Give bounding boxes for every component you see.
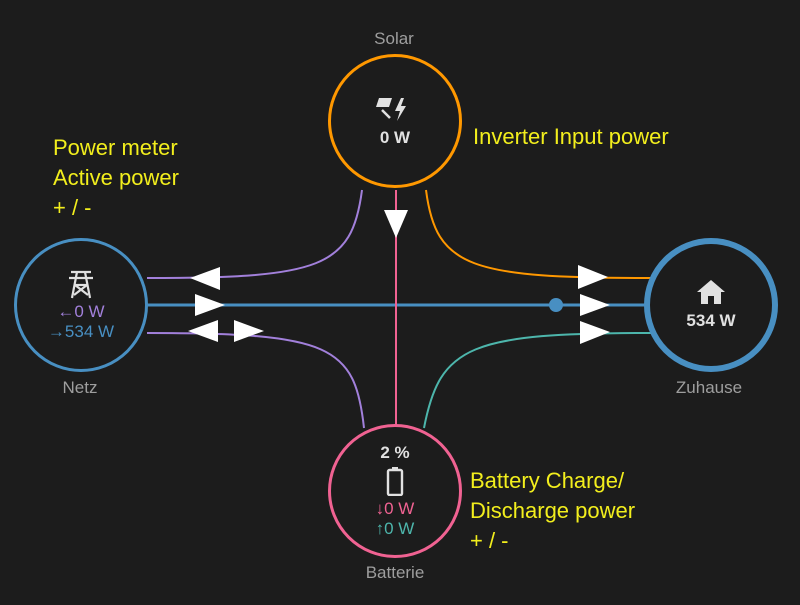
battery-charge-value: 0 W	[384, 499, 415, 518]
grid-import-value: 0 W	[74, 302, 105, 321]
power-meter-annotation: Power meter Active power + / -	[53, 135, 179, 220]
solar-home-arrow	[578, 265, 608, 289]
grid-export-value: 534 W	[64, 322, 115, 341]
solar-to-grid-line	[146, 189, 363, 279]
battery-soc: 2 %	[380, 443, 410, 462]
battery-to-home-line	[423, 332, 653, 429]
home-node[interactable]: 534 W	[644, 238, 778, 372]
grid-import-row: ← 0 W	[57, 302, 104, 322]
grid-home-arrow	[580, 294, 610, 316]
grid-export-row: → 534 W	[48, 322, 114, 342]
solar-to-home-line	[425, 189, 653, 279]
battery-node[interactable]: 2 % ↓ 0 W ↑ 0 W	[328, 424, 462, 558]
home-value: 534 W	[686, 311, 736, 330]
arrow-left-icon: ←	[57, 302, 75, 321]
solar-to-battery-arrow	[384, 210, 408, 238]
grid-node[interactable]: ← 0 W → 534 W	[14, 238, 148, 372]
battery-label: Batterie	[365, 563, 425, 582]
solar-node[interactable]: 0 W	[328, 54, 462, 188]
battery-home-arrow	[580, 321, 610, 344]
arrow-right-icon: →	[47, 322, 65, 341]
battery-grid-right-arrow	[234, 320, 264, 342]
flow-dot	[549, 298, 563, 312]
battery-annotation: Battery Charge/ Discharge power + / -	[470, 468, 636, 553]
grid-label: Netz	[62, 378, 98, 397]
home-label: Zuhause	[675, 378, 743, 397]
grid-to-battery-line	[146, 332, 365, 429]
battery-grid-left-arrow	[188, 320, 218, 342]
solar-value: 0 W	[379, 128, 411, 147]
arrow-down-icon: ↓	[375, 499, 385, 518]
grid-import-arrow	[195, 294, 225, 316]
grid-export-arrow	[190, 267, 220, 290]
battery-discharge-value: 0 W	[384, 519, 415, 538]
battery-outline-icon	[386, 466, 404, 496]
solar-power-icon	[375, 94, 415, 124]
home-icon	[696, 279, 726, 305]
battery-discharge-row: ↑ 0 W	[376, 519, 415, 539]
transmission-tower-icon	[67, 268, 95, 300]
arrow-up-icon: ↑	[375, 519, 385, 538]
solar-label: Solar	[374, 29, 414, 48]
battery-charge-row: ↓ 0 W	[376, 499, 415, 519]
inverter-annotation: Inverter Input power	[473, 124, 669, 149]
